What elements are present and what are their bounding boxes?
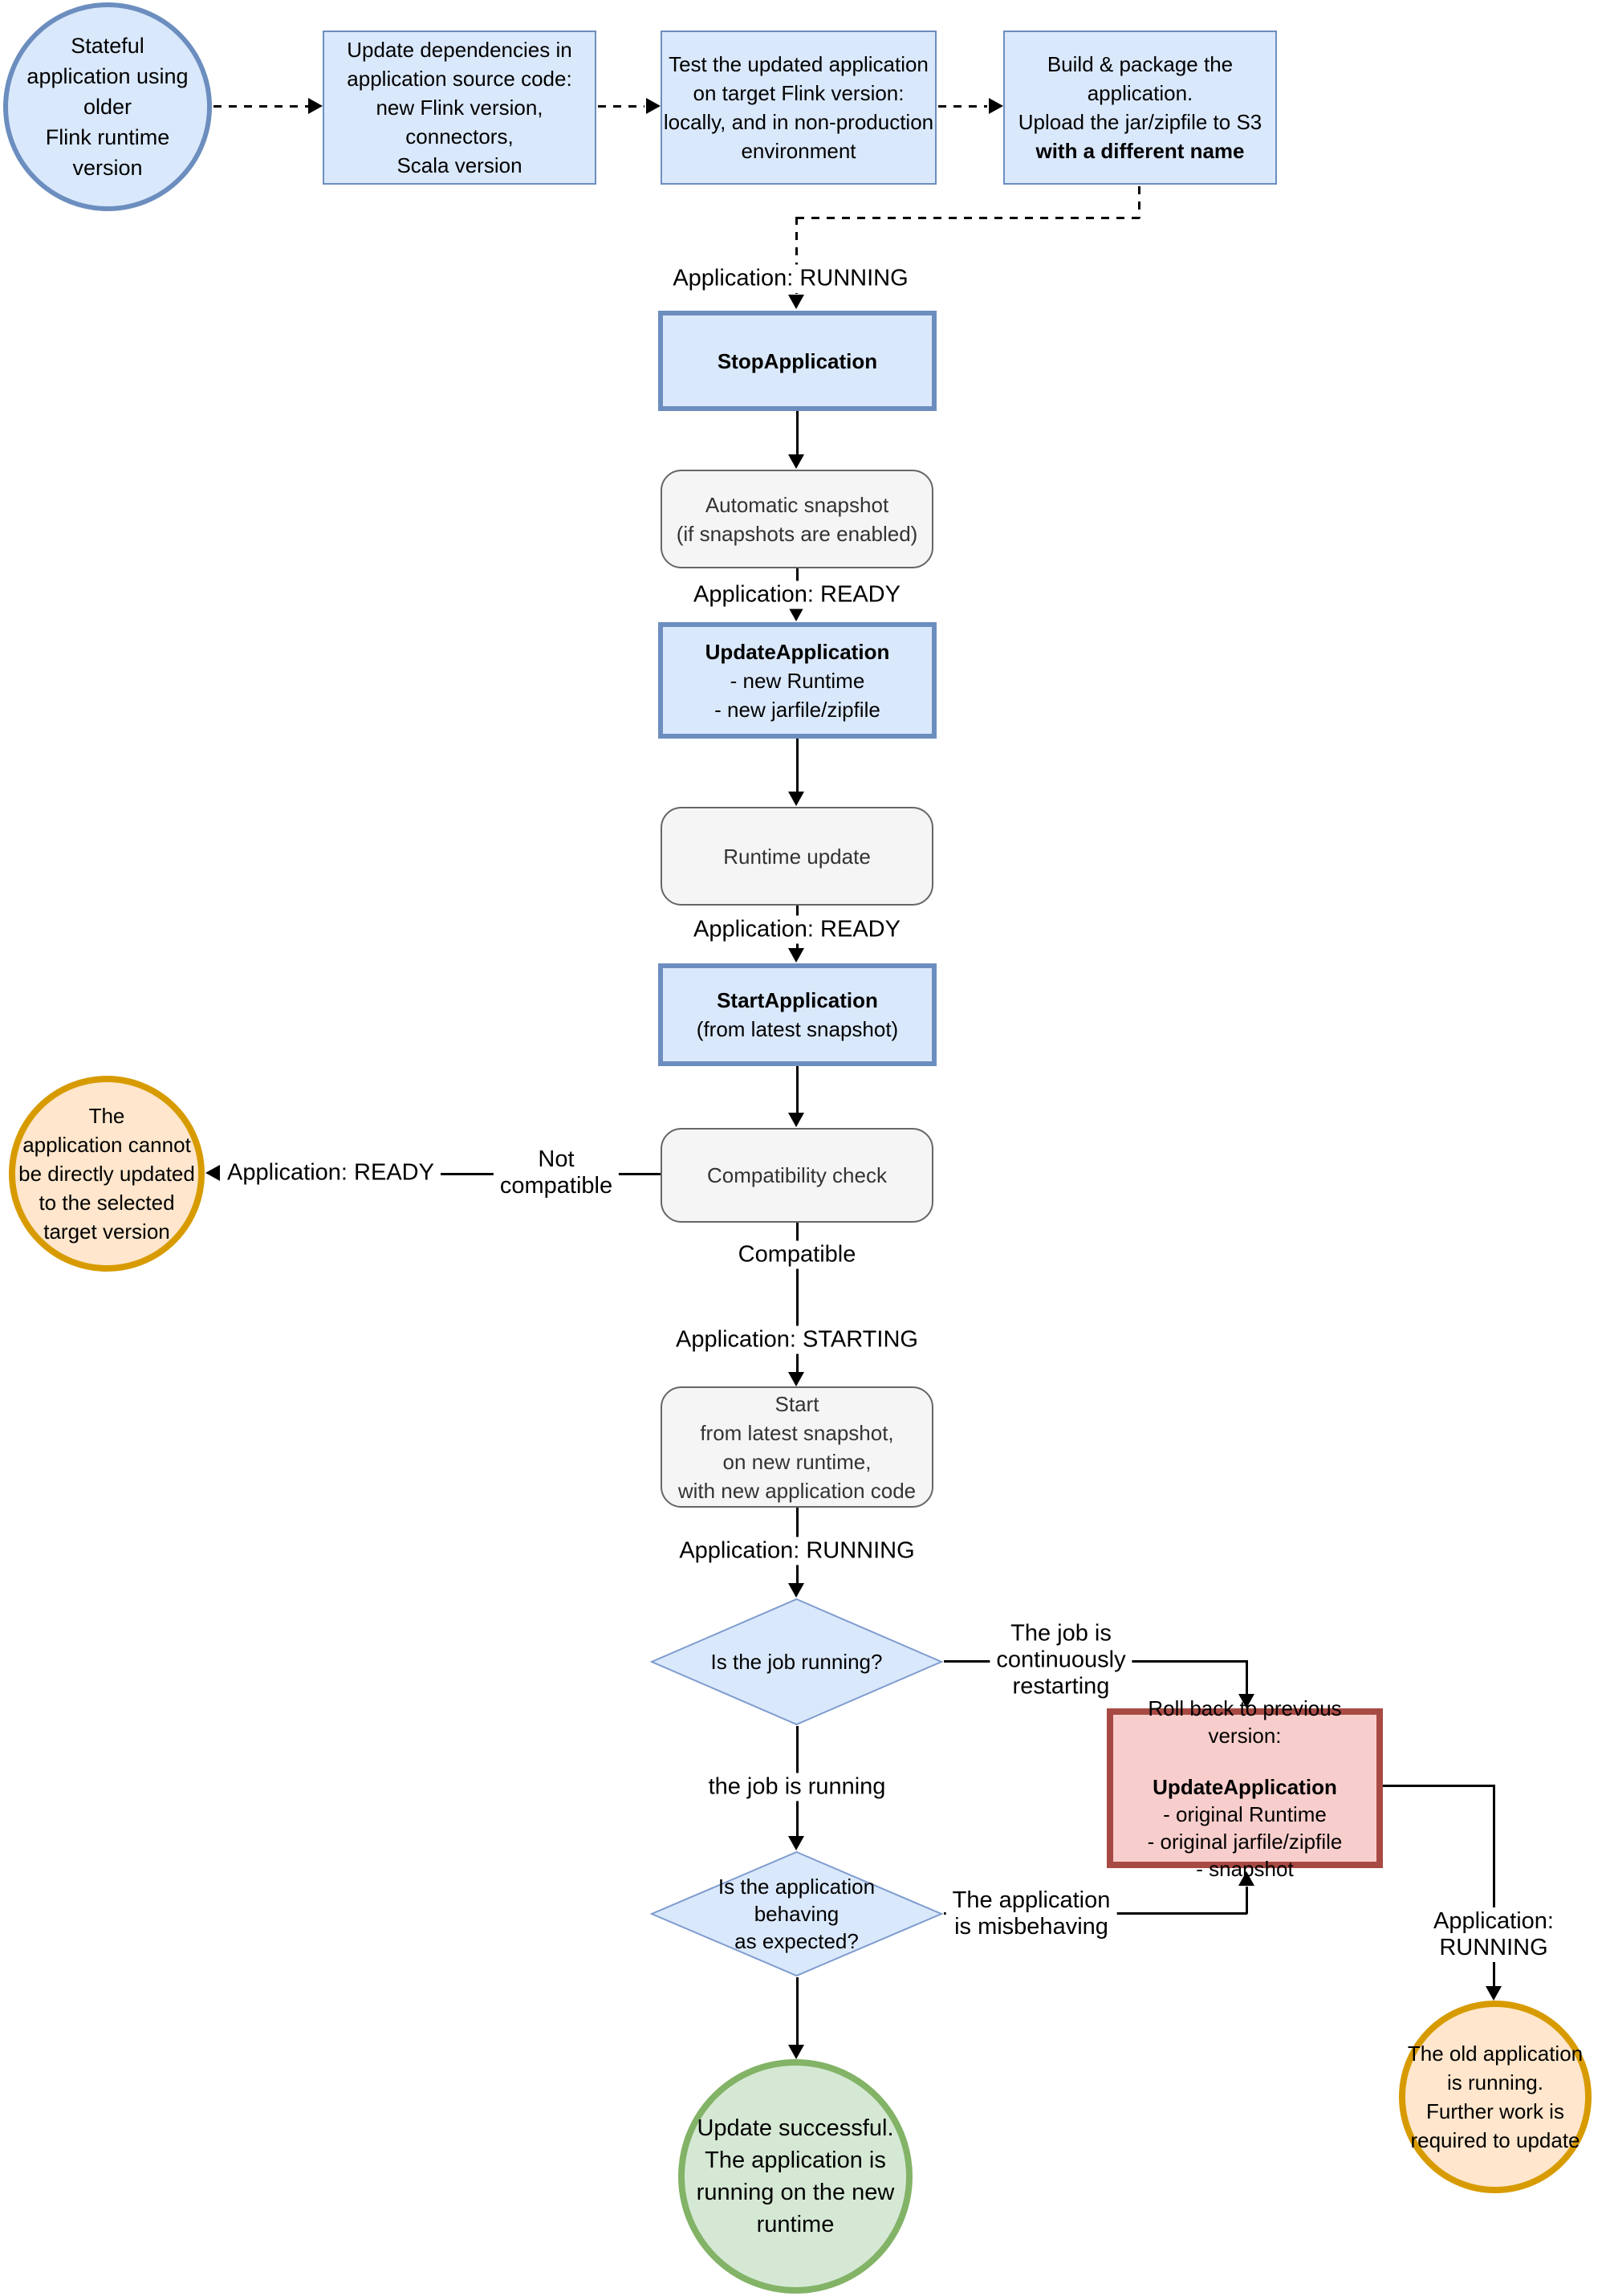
arrowhead-up-icon (1238, 1871, 1254, 1886)
update-dependencies-step: Update dependencies in application sourc… (323, 31, 596, 185)
cannot-update-end-node: The application cannot be directly updat… (9, 1076, 205, 1272)
edge-label-misbehaving: The application is misbehaving (945, 1887, 1117, 1941)
edge-test-to-build (938, 105, 987, 108)
start-application-details: (from latest snapshot) (696, 1017, 899, 1041)
runtime-update-text: Runtime update (723, 844, 871, 869)
edge-label-compatible: Compatible (731, 1240, 863, 1269)
update-successful-end-node: Update successful. The application is ru… (678, 2059, 913, 2294)
edge-label-application-running: Application: RUNNING (1427, 1907, 1560, 1962)
edge-label-job-is-running: the job is running (701, 1773, 892, 1801)
edge-label-application-ready: Application: READY (221, 1158, 441, 1187)
arrowhead-right-icon (308, 98, 323, 114)
edge-update-to-runtime (796, 739, 799, 792)
edge-compatible (796, 1223, 799, 1372)
edge-build-to-stop-seg1 (1138, 186, 1140, 218)
rollback-title: UpdateApplication (1153, 1774, 1337, 1799)
is-job-running-text: Is the job running? (710, 1650, 883, 1674)
edge-stop-to-snapshot (796, 411, 799, 454)
build-package-text: Build & package the application. Upload … (1018, 52, 1262, 134)
diamond-shape (649, 1850, 944, 1977)
update-application-details: - new Runtime - new jarfile/zipfile (714, 668, 880, 722)
edge-label-application-ready: Application: READY (687, 580, 907, 609)
edge-label-application-starting: Application: STARTING (669, 1325, 925, 1354)
update-application-title: UpdateApplication (705, 639, 890, 664)
build-package-step: Build & package the application. Upload … (1003, 31, 1277, 185)
edge-not-compatible (222, 1173, 661, 1175)
update-successful-text: Update successful. The application is ru… (696, 2115, 895, 2237)
is-job-running-decision: Is the job running? (649, 1598, 944, 1726)
edge-update-deps-to-test (598, 105, 644, 108)
runtime-update-node: Runtime update (661, 807, 933, 906)
edge-label-application-running: Application: RUNNING (666, 264, 915, 293)
arrowhead-down-icon (788, 454, 804, 469)
arrowhead-down-icon (788, 948, 804, 963)
edge-rollback-result-seg2 (1493, 1785, 1495, 1986)
old-application-running-end-node: The old application is running. Further … (1399, 2001, 1592, 2193)
update-application-node: UpdateApplication - new Runtime - new ja… (658, 622, 937, 739)
rollback-intro: Roll back to previous version: (1148, 1696, 1342, 1748)
automatic-snapshot-text: Automatic snapshot (if snapshots are ena… (676, 492, 918, 546)
diamond-shape (649, 1598, 944, 1726)
edge-build-to-stop-seg2 (796, 217, 1140, 219)
arrowhead-right-icon (989, 98, 1003, 114)
edge-label-not-compatible: Not compatible (493, 1146, 620, 1200)
edge-start-to-update-deps (213, 105, 310, 108)
start-state-node: Stateful application using older Flink r… (3, 2, 212, 211)
compatibility-check-text: Compatibility check (707, 1163, 887, 1187)
start-from-snapshot-node: Start from latest snapshot, on new runti… (661, 1386, 933, 1508)
edge-behaving-to-success (796, 1977, 799, 2045)
rollback-details: - original Runtime - original jarfile/zi… (1147, 1801, 1343, 1881)
old-application-running-text: The old application is running. Further … (1407, 2042, 1584, 2152)
arrowhead-down-icon (788, 295, 804, 309)
arrowhead-down-icon (788, 1372, 804, 1386)
arrowhead-down-icon (1238, 1694, 1254, 1708)
arrowhead-right-icon (646, 98, 661, 114)
edge-label-application-running: Application: RUNNING (673, 1537, 921, 1565)
arrowhead-down-icon (788, 1836, 804, 1850)
is-application-behaving-decision: Is the application behaving as expected? (649, 1850, 944, 1977)
edge-start-to-compat (796, 1066, 799, 1113)
stop-application-title: StopApplication (717, 348, 878, 373)
edge-label-application-ready: Application: READY (687, 915, 907, 944)
rollback-node: Roll back to previous version: UpdateApp… (1107, 1696, 1383, 1881)
build-package-bold-text: with a different name (1035, 139, 1245, 163)
automatic-snapshot-node: Automatic snapshot (if snapshots are ena… (661, 470, 933, 568)
start-state-text: Stateful application using older Flink r… (26, 34, 189, 180)
arrowhead-down-icon (788, 2045, 804, 2059)
arrowhead-down-icon (788, 607, 804, 621)
start-application-title: StartApplication (717, 988, 878, 1012)
edge-label-job-restarting: The job is continuously restarting (990, 1619, 1132, 1701)
edge-misbehaving-seg2 (1246, 1887, 1248, 1914)
cannot-update-text: The application cannot be directly updat… (18, 1104, 195, 1244)
stop-application-node: StopApplication (658, 311, 937, 411)
edge-build-to-stop-seg3 (795, 217, 798, 294)
arrowhead-down-icon (1486, 1986, 1502, 2001)
test-application-text: Test the updated application on target F… (663, 52, 934, 163)
start-application-node: StartApplication (from latest snapshot) (658, 963, 937, 1066)
arrowhead-down-icon (788, 1113, 804, 1127)
compatibility-check-node: Compatibility check (661, 1128, 933, 1223)
is-application-behaving-text: Is the application behaving as expected? (718, 1875, 876, 1953)
start-from-snapshot-text: Start from latest snapshot, on new runti… (677, 1391, 917, 1503)
update-dependencies-text: Update dependencies in application sourc… (347, 38, 572, 177)
edge-rollback-result-seg1 (1383, 1785, 1494, 1787)
test-application-step: Test the updated application on target F… (661, 31, 937, 185)
arrowhead-left-icon (205, 1165, 220, 1181)
arrowhead-down-icon (788, 792, 804, 806)
edge-restarting-seg2 (1246, 1660, 1248, 1694)
arrowhead-down-icon (788, 1583, 804, 1598)
